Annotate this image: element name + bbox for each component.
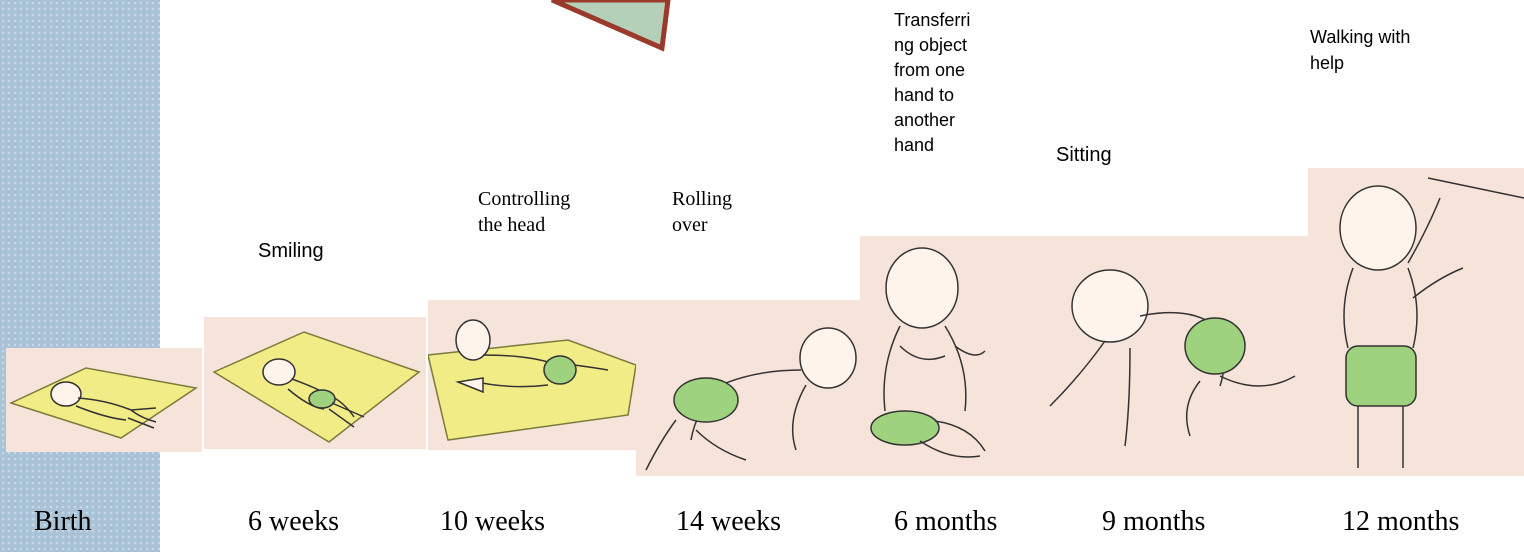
milestone-label-sitting: Sitting	[1056, 142, 1112, 168]
milestone-label-walking-with-help: Walking with help	[1310, 24, 1410, 76]
milestone-label-controlling-head: Controlling the head	[478, 186, 570, 238]
milestone-label-rolling-over: Rolling over	[672, 186, 732, 238]
illustration-birth	[6, 348, 202, 452]
illustration-9-months	[1030, 236, 1308, 476]
decorative-triangle	[540, 0, 680, 60]
age-label-14-weeks: 14 weeks	[676, 506, 781, 538]
illustration-6-months	[860, 236, 1030, 476]
age-label-6-weeks: 6 weeks	[248, 506, 339, 538]
age-label-9-months: 9 months	[1102, 506, 1205, 538]
age-label-10-weeks: 10 weeks	[440, 506, 545, 538]
decorative-side-strip	[0, 0, 160, 552]
age-label-12-months: 12 months	[1342, 506, 1459, 538]
illustration-12-months	[1308, 168, 1524, 476]
age-label-birth: Birth	[34, 506, 92, 538]
milestone-label-transferring-object: Transferri ng object from one hand to an…	[894, 8, 970, 158]
age-label-6-months: 6 months	[894, 506, 997, 538]
illustration-10-weeks	[428, 300, 636, 450]
milestone-label-smiling: Smiling	[258, 238, 324, 264]
illustration-14-weeks	[636, 300, 860, 476]
illustration-6-weeks	[204, 317, 426, 449]
